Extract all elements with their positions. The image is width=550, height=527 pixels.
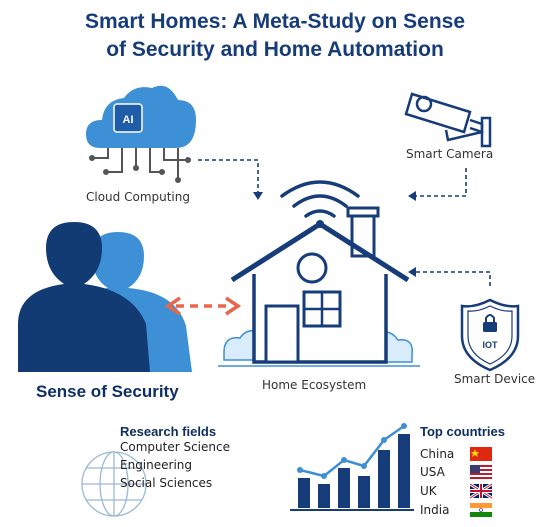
sense-of-security-label: Sense of Security [36,382,179,401]
country-item: India [420,503,450,517]
wifi-icon [280,180,360,218]
research-field-item: Computer Science [120,440,230,454]
india-flag-icon [470,503,492,517]
title-line-1: Smart Homes: A Meta-Study on Sense [84,10,466,33]
uk-flag-icon [469,482,493,500]
title-line-2: of Security and Home Automation [106,38,444,61]
globe-icon [81,451,147,517]
device-iot-badge: IOT [483,340,499,350]
china-flag-icon [470,447,492,461]
house-icon [218,206,420,367]
shield-icon: IOT [460,298,520,372]
country-item: UK [420,484,437,498]
country-item: China [420,447,455,461]
country-item: USA [420,465,445,479]
cloud-computing-label: Cloud Computing [86,190,190,204]
research-fields-heading: Research fields [120,424,217,439]
camera-icon [404,92,492,148]
cloud-ai-badge: AI [123,114,134,126]
growth-chart-icon [290,423,414,511]
usa-flag-icon [469,464,493,480]
research-field-item: Social Sciences [120,476,213,490]
smart-device-label: Smart Device [454,372,536,386]
security-link-arrow [164,296,242,316]
page-title: Smart Homes: A Meta-Study on Sense of Se… [0,8,550,64]
people-icon [18,222,192,372]
connector-arrowheads [253,191,416,277]
smart-camera-label: Smart Camera [406,147,494,161]
research-field-item: Engineering [120,458,192,472]
home-ecosystem-label: Home Ecosystem [262,378,367,392]
connector-lines [198,159,491,286]
top-countries-heading: Top countries [420,424,505,439]
cloud-icon: AI [86,85,196,183]
